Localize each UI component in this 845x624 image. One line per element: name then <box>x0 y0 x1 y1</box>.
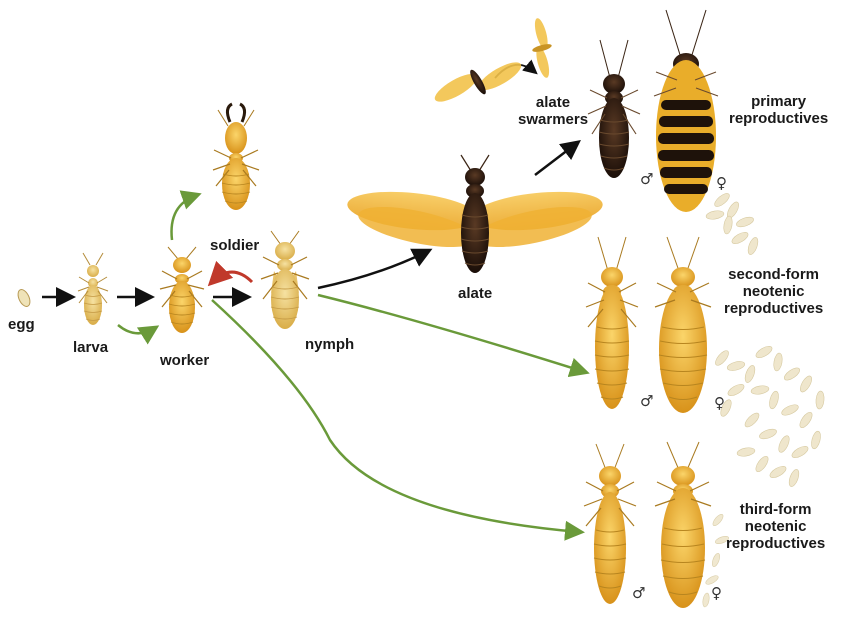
female-symbol-primary: ♀ <box>716 174 727 192</box>
third-form-male-illustration <box>583 443 637 604</box>
arrow-alate-primary <box>534 139 581 176</box>
egg-cluster-third <box>702 514 729 608</box>
arrow-larva-worker-alt <box>117 324 160 345</box>
larva-illustration <box>77 252 109 325</box>
swarmer-flying-left <box>434 62 522 102</box>
label-nymph: nymph <box>305 336 355 353</box>
alate-illustration <box>347 154 603 273</box>
label-primary-line2: reproductives <box>729 110 829 127</box>
female-symbol-third: ♀ <box>711 584 722 602</box>
worker-illustration <box>159 246 205 333</box>
arrow-nymph-alate <box>317 248 433 290</box>
label-alate-swarmers-line2: swarmers <box>518 111 589 128</box>
female-symbol-second: ♀ <box>714 394 725 412</box>
label-third-form-neotenic: third-form neotenic reproductives <box>726 501 825 552</box>
label-second-line3: reproductives <box>724 300 824 317</box>
label-soldier: soldier <box>210 237 260 254</box>
label-third-line1: third-form <box>739 501 812 518</box>
egg-cluster-second <box>715 346 825 487</box>
second-form-female-illustration <box>654 236 712 413</box>
arrow-nymph-worker-regression <box>207 260 254 287</box>
arrow-worker-soldier <box>170 190 202 241</box>
third-form-female-illustration <box>654 441 712 608</box>
second-form-male-illustration <box>585 236 639 409</box>
primary-male-illustration <box>587 39 641 178</box>
arrow-worker-third-form <box>211 299 585 541</box>
nymph-illustration <box>260 230 310 329</box>
egg-illustration <box>17 289 31 307</box>
label-alate-swarmers-line1: alate <box>535 94 571 111</box>
label-second-line2: neotenic <box>742 283 805 300</box>
label-alate-swarmers: alate swarmers <box>518 94 588 128</box>
arrow-nymph-second-form <box>317 293 590 378</box>
swarmer-flying-right <box>532 18 552 78</box>
male-symbol-third: ♂ <box>632 584 646 602</box>
label-primary-reproductives: primary reproductives <box>729 93 828 127</box>
label-third-line3: reproductives <box>726 535 826 552</box>
label-worker: worker <box>160 352 210 369</box>
primary-female-illustration <box>653 9 719 212</box>
label-second-line1: second-form <box>728 266 820 283</box>
male-symbol-primary: ♂ <box>640 170 654 188</box>
soldier-illustration <box>212 102 260 210</box>
label-second-form-neotenic: second-form neotenic reproductives <box>724 266 823 317</box>
label-third-line2: neotenic <box>744 518 807 535</box>
label-primary-line1: primary <box>751 93 807 110</box>
label-alate: alate <box>458 285 493 302</box>
male-symbol-second: ♂ <box>640 392 654 410</box>
label-egg: egg <box>8 316 35 333</box>
egg-cluster-primary <box>705 193 759 255</box>
label-larva: larva <box>73 339 109 356</box>
